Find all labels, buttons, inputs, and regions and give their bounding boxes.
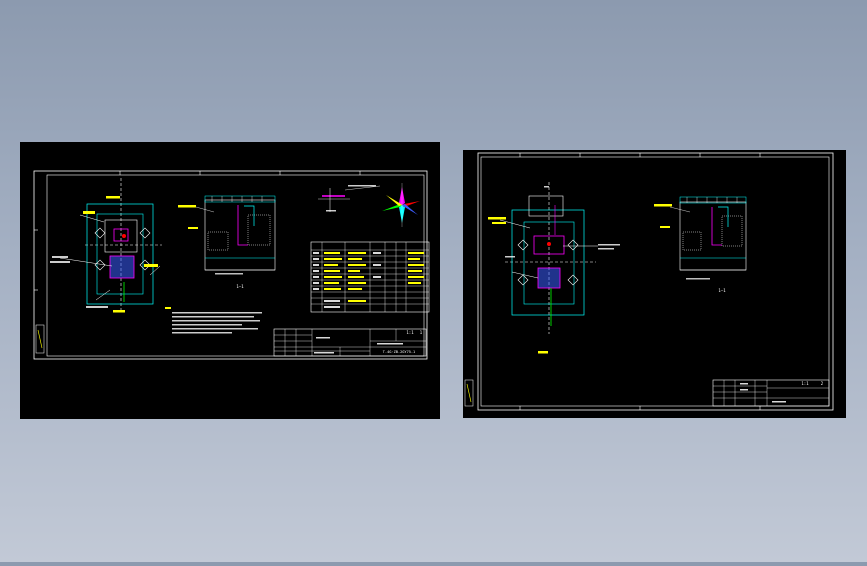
title-block-sheet-left: 1: [420, 330, 423, 335]
sheet-right-side-stamp: [464, 379, 474, 407]
sheet-right-inner-frame: [480, 156, 830, 407]
section-view-left[interactable]: 1—1: [178, 195, 276, 289]
section-label-right: 1—1: [718, 288, 726, 293]
weld-detail[interactable]: [318, 185, 381, 212]
drawing-notes: [165, 307, 262, 334]
sheet-right[interactable]: 1—1 1:1 2: [463, 150, 846, 418]
title-block-left[interactable]: 1:1 1 T-4G·ZB-2GY75-1: [273, 328, 427, 357]
compass-rose-icon: [382, 183, 420, 227]
section-label-left: 1—1: [236, 284, 244, 289]
drawing-code-left: T-4G·ZB-2GY75-1: [383, 350, 415, 354]
title-block-right[interactable]: 1:1 2: [712, 379, 830, 407]
section-view-right[interactable]: 1—1: [654, 196, 747, 293]
materials-table[interactable]: [310, 241, 430, 313]
sheet-right-frame-ticks: [519, 153, 761, 410]
sheet-left-background: [20, 142, 440, 419]
sheet-left-frame-ticks: [34, 171, 361, 291]
sheet-right-outer-frame: [477, 152, 834, 411]
sheet-left[interactable]: 1—1: [20, 142, 440, 419]
plan-view-left[interactable]: [50, 178, 162, 313]
title-block-scale-left: 1:1: [406, 330, 414, 335]
plan-view-right[interactable]: [488, 182, 620, 354]
sheet-left-side-stamp: [35, 324, 45, 354]
sheet-left-outer-frame: [33, 170, 428, 360]
title-block-scale-right: 1:1: [801, 381, 809, 386]
sheet-right-background: [463, 150, 846, 418]
title-block-sheet-right: 2: [821, 381, 824, 386]
